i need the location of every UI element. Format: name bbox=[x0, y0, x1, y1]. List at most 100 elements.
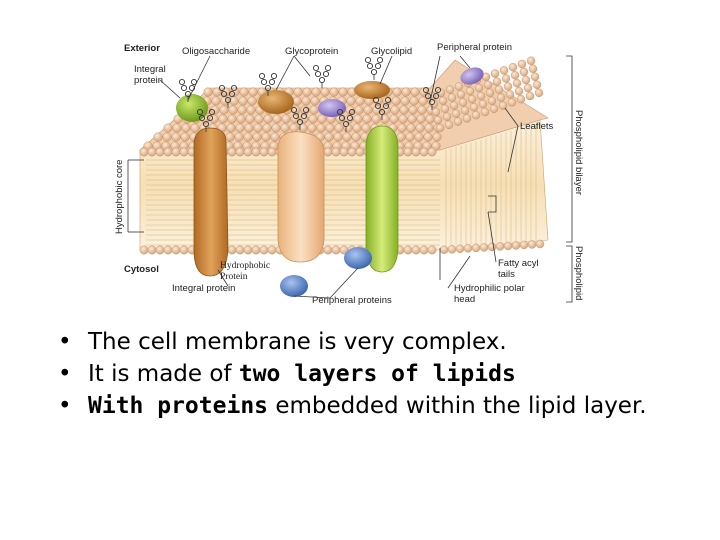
lipid-head bbox=[447, 245, 457, 254]
sugar-unit bbox=[218, 84, 226, 92]
sugar-unit bbox=[370, 68, 378, 76]
lipid-head bbox=[371, 114, 381, 124]
lipid-head bbox=[171, 147, 181, 157]
glycoprotein-green-head bbox=[176, 94, 208, 122]
lipid-head bbox=[351, 132, 361, 142]
lipid-head bbox=[405, 132, 415, 142]
lipid-head bbox=[510, 70, 520, 80]
lipid-head bbox=[396, 132, 406, 142]
lipid-head bbox=[528, 64, 538, 74]
bullet-marker: • bbox=[58, 361, 72, 388]
lipid-head bbox=[180, 132, 190, 142]
lipid-head bbox=[407, 114, 417, 124]
label-fatty-acyl-1: Fatty acyl bbox=[498, 258, 539, 269]
lipid-head bbox=[415, 123, 425, 133]
lipid-head bbox=[471, 243, 481, 253]
sugar-unit bbox=[376, 56, 384, 64]
lipid-head bbox=[243, 245, 253, 255]
lipid-head bbox=[181, 123, 191, 133]
lipid-head bbox=[293, 87, 303, 97]
lipid-head bbox=[270, 132, 280, 142]
lipid-head bbox=[346, 96, 356, 106]
sugar-unit bbox=[314, 70, 322, 78]
lipid-head bbox=[190, 123, 200, 133]
sugar-unit bbox=[228, 90, 236, 98]
lipid-head bbox=[516, 94, 526, 104]
lipid-head bbox=[462, 114, 472, 123]
lipid-head bbox=[508, 62, 518, 72]
lipid-head bbox=[498, 101, 508, 110]
lipid-head bbox=[432, 132, 442, 142]
lipid-head bbox=[235, 147, 245, 157]
bullet-text: embedded within the lipid layer. bbox=[268, 393, 647, 420]
glycolipid-gold-head bbox=[354, 81, 390, 99]
lipid-head bbox=[480, 107, 490, 117]
sugar-unit bbox=[432, 92, 440, 100]
lipid-head bbox=[463, 244, 473, 253]
label-oligosaccharide: Oligosaccharide bbox=[182, 46, 250, 57]
lipid-head bbox=[289, 123, 299, 133]
lipid-head bbox=[362, 114, 372, 124]
label-leaflets: Leaflets bbox=[520, 121, 554, 132]
lipid-head bbox=[355, 96, 365, 106]
lipid-head bbox=[526, 56, 536, 65]
lipid-head bbox=[460, 106, 470, 115]
sugar-unit bbox=[372, 96, 380, 104]
lipid-head bbox=[301, 96, 311, 106]
lipid-head bbox=[311, 87, 321, 97]
lipid-head bbox=[245, 114, 255, 124]
lipid-head bbox=[234, 132, 244, 142]
lipid-head bbox=[487, 96, 497, 106]
lipid-head bbox=[339, 147, 349, 157]
lipid-head bbox=[532, 80, 542, 90]
lipid-head bbox=[272, 114, 282, 124]
lipid-head bbox=[171, 132, 181, 142]
lipid-head bbox=[179, 147, 189, 157]
lipid-head bbox=[267, 245, 277, 255]
sugar-unit bbox=[424, 92, 432, 100]
lipid-head bbox=[427, 245, 437, 255]
bullet-item-1: • The cell membrane is very complex. bbox=[58, 326, 698, 358]
sugar-unit bbox=[434, 86, 442, 94]
lipid-head bbox=[445, 85, 455, 94]
lipid-head bbox=[290, 114, 300, 124]
lipid-head bbox=[316, 123, 326, 133]
lipid-head bbox=[397, 123, 407, 133]
lipid-head bbox=[435, 123, 445, 133]
lipid-head bbox=[308, 114, 318, 124]
lipid-head bbox=[399, 105, 409, 115]
lipid-head bbox=[259, 245, 269, 255]
lipid-head bbox=[334, 123, 344, 133]
lipid-head bbox=[496, 93, 506, 102]
label-exterior: Exterior bbox=[124, 43, 160, 54]
lipid-head bbox=[449, 101, 459, 110]
lipid-head bbox=[440, 104, 450, 114]
sugar-unit bbox=[188, 84, 196, 92]
lipid-head bbox=[479, 243, 489, 252]
sugar-unit bbox=[300, 112, 308, 120]
oligosaccharide-chains bbox=[178, 56, 442, 132]
sugar-unit bbox=[198, 114, 206, 122]
lipid-head bbox=[523, 83, 533, 93]
bullet-marker: • bbox=[58, 329, 72, 355]
lipid-head bbox=[503, 241, 513, 251]
lipid-head bbox=[307, 123, 317, 133]
lipid-head bbox=[171, 245, 181, 255]
lipid-head bbox=[478, 99, 488, 109]
lipid-head bbox=[411, 147, 421, 157]
lipid-head bbox=[352, 123, 362, 133]
lipid-head bbox=[517, 59, 527, 69]
lipid-head bbox=[442, 112, 452, 122]
lipid-head bbox=[453, 117, 463, 126]
lipid-head bbox=[419, 245, 429, 255]
bullet-text: It is made of bbox=[88, 361, 239, 388]
lipid-head bbox=[239, 87, 249, 97]
bullet-item-3: • With proteins embedded within the lipi… bbox=[58, 390, 698, 422]
integral-protein-orange bbox=[193, 127, 229, 277]
lipid-head bbox=[243, 147, 253, 157]
lipid-head bbox=[248, 87, 258, 97]
lipid-head bbox=[494, 85, 504, 94]
lipid-head bbox=[218, 114, 228, 124]
label-glycolipid: Glycolipid bbox=[371, 46, 412, 57]
peripheral-protein-purple-top bbox=[460, 67, 484, 85]
